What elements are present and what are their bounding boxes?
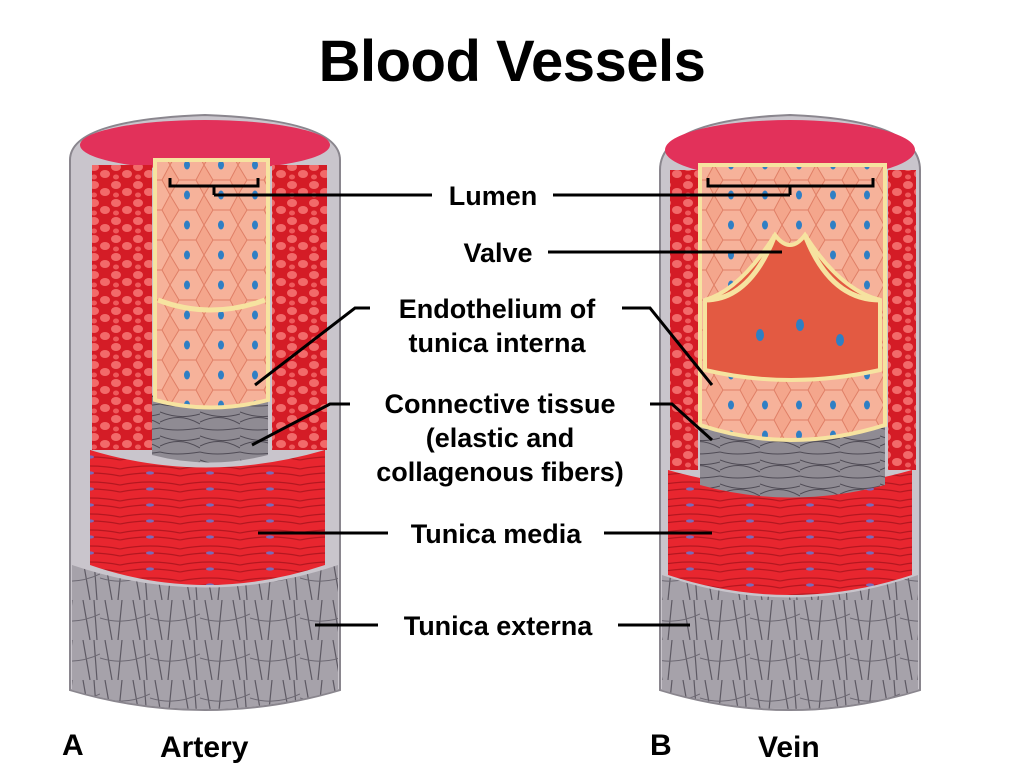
panel-b-name: Vein <box>758 731 820 764</box>
label-tunica-externa: Tunica externa <box>404 611 594 641</box>
panel-b-letter: B <box>650 729 672 762</box>
panel-a-letter: A <box>62 729 84 762</box>
diagram-title: Blood Vessels <box>318 29 706 94</box>
artery-illustration <box>69 113 341 711</box>
label-valve: Valve <box>463 238 532 268</box>
label-endothelium-line1: Endothelium of <box>399 294 596 324</box>
label-connective-line1: Connective tissue <box>384 389 615 419</box>
label-lumen: Lumen <box>449 181 538 211</box>
vein-illustration <box>659 113 921 711</box>
label-endothelium-line2: tunica interna <box>408 328 586 358</box>
label-connective-line3: collagenous fibers) <box>376 457 624 487</box>
label-connective-line2: (elastic and <box>426 423 575 453</box>
label-tunica-media: Tunica media <box>411 519 583 549</box>
panel-a-name: Artery <box>160 731 249 764</box>
leader-lines <box>168 178 875 627</box>
